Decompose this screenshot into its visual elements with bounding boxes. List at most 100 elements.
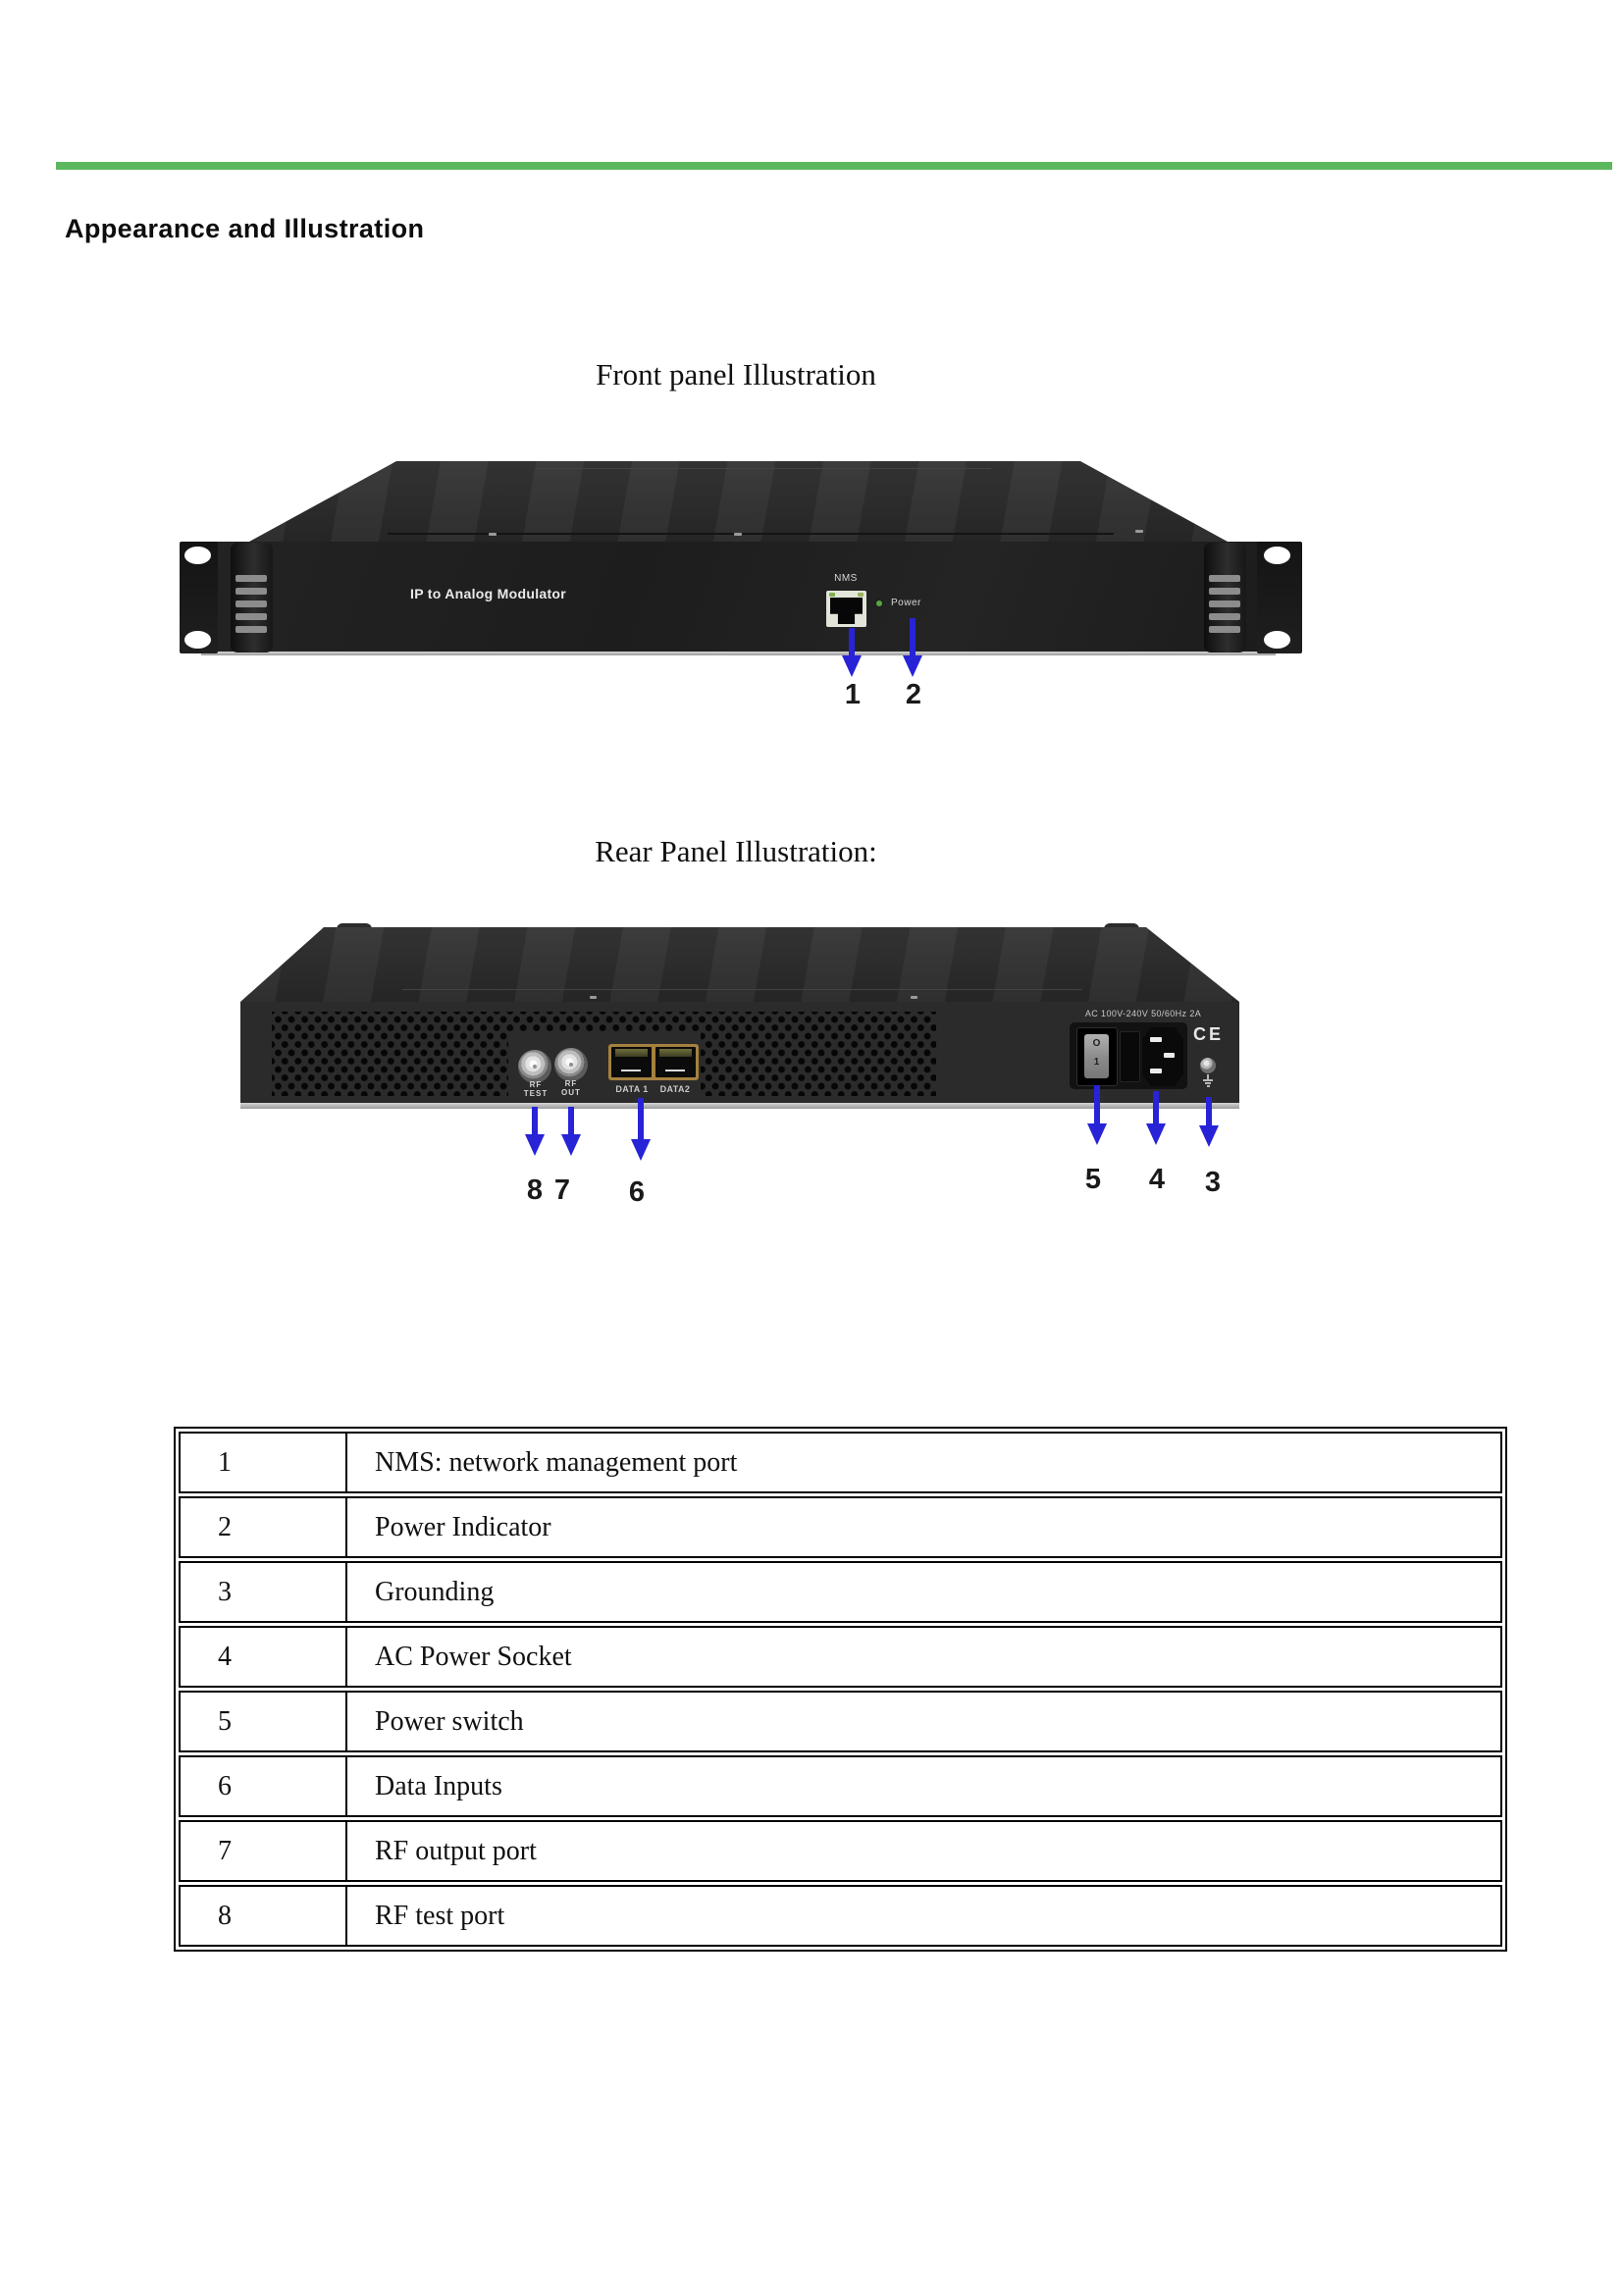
rf-test-center-pin	[533, 1065, 537, 1069]
switch-off-mark: O	[1092, 1038, 1101, 1049]
data-ports-bezel	[608, 1044, 699, 1080]
rf-test-label: RF TEST	[516, 1080, 555, 1098]
front-chassis-bottom-edge	[201, 652, 1276, 655]
rear-top-screw-right	[911, 996, 917, 999]
row-description: Grounding	[375, 1576, 495, 1607]
ground-icon	[1207, 1085, 1210, 1087]
row-description: Data Inputs	[375, 1770, 502, 1801]
rf-test-line2: TEST	[523, 1089, 549, 1098]
rf-test-line1: RF	[529, 1080, 543, 1089]
page-title: Appearance and Illustration	[65, 214, 425, 243]
front-figure-title: Front panel Illustration	[596, 357, 876, 391]
handle-slat	[1209, 613, 1240, 620]
screw-hole	[1264, 547, 1290, 564]
callout-number-6: 6	[628, 1176, 646, 1208]
ground-icon	[1207, 1074, 1209, 1079]
data1-port	[611, 1047, 652, 1077]
screw-hole	[184, 631, 211, 649]
data2-port	[655, 1047, 696, 1077]
ce-mark: CE	[1193, 1024, 1225, 1044]
callout-arrow-1	[842, 628, 862, 677]
callout-arrow-4	[1146, 1091, 1166, 1145]
callout-number-3: 3	[1204, 1167, 1222, 1198]
grounding-screw-icon	[1200, 1058, 1216, 1073]
device-brand-text: IP to Analog Modulator	[410, 586, 567, 601]
handle-slat	[1209, 626, 1240, 633]
rf-out-label: RF OUT	[552, 1079, 590, 1097]
front-top-screw-left	[489, 533, 497, 536]
row-number: 2	[181, 1498, 347, 1556]
section-divider-rule	[56, 162, 1612, 170]
front-top-seam-upper	[535, 468, 991, 469]
table-row: 3 Grounding	[179, 1561, 1502, 1623]
power-led-icon	[876, 600, 882, 606]
row-description: AC Power Socket	[375, 1641, 572, 1672]
data1-label: DATA 1	[615, 1084, 649, 1094]
callout-arrow-3	[1199, 1097, 1219, 1147]
row-number: 7	[181, 1822, 347, 1880]
callout-arrow-7	[561, 1107, 581, 1156]
rear-chassis-top-face	[240, 927, 1239, 1002]
power-indicator-label: Power	[891, 598, 921, 608]
callout-arrow-8	[525, 1107, 545, 1156]
handle-slat	[236, 613, 267, 620]
handle-slat	[236, 600, 267, 607]
rear-top-seam	[402, 989, 1082, 990]
nms-port-label: NMS	[834, 573, 858, 584]
handle-slat	[1209, 588, 1240, 595]
data2-label: DATA2	[659, 1084, 691, 1094]
inlet-pin-slot	[1150, 1069, 1162, 1073]
row-description: RF test port	[375, 1900, 505, 1931]
table-row: 5 Power switch	[179, 1691, 1502, 1752]
table-row: 1 NMS: network management port	[179, 1432, 1502, 1493]
front-handle-right	[1204, 543, 1246, 652]
rf-out-line2: OUT	[561, 1088, 581, 1097]
front-top-seam-lower	[388, 533, 1114, 535]
port-contacts	[665, 1070, 685, 1071]
front-top-screw-mid	[734, 533, 742, 536]
handle-slat	[236, 626, 267, 633]
table-row: 7 RF output port	[179, 1820, 1502, 1882]
row-description: Power Indicator	[375, 1511, 551, 1542]
switch-on-mark: 1	[1093, 1057, 1100, 1068]
legend-table: 1 NMS: network management port 2 Power I…	[174, 1427, 1507, 1952]
row-number: 1	[181, 1434, 347, 1491]
table-row: 8 RF test port	[179, 1885, 1502, 1947]
ac-rating-label: AC 100V-240V 50/60Hz 2A	[1084, 1009, 1202, 1018]
callout-number-8: 8	[526, 1174, 544, 1206]
callout-arrow-6	[631, 1098, 651, 1161]
handle-slat	[1209, 600, 1240, 607]
rear-figure-title: Rear Panel Illustration:	[595, 834, 877, 868]
handle-slat	[236, 588, 267, 595]
callout-arrow-5	[1087, 1085, 1107, 1145]
row-description: RF output port	[375, 1835, 537, 1866]
fuse-holder	[1120, 1031, 1140, 1082]
inlet-pin-slot	[1164, 1053, 1175, 1058]
ground-icon	[1203, 1079, 1213, 1081]
row-description: Power switch	[375, 1705, 524, 1737]
ac-power-socket	[1142, 1027, 1183, 1086]
table-row: 6 Data Inputs	[179, 1755, 1502, 1817]
callout-number-7: 7	[553, 1174, 571, 1206]
table-row: 2 Power Indicator	[179, 1496, 1502, 1558]
front-handle-left	[231, 543, 273, 652]
callout-arrow-2	[903, 618, 922, 677]
power-switch: O 1	[1076, 1027, 1118, 1086]
rf-out-center-pin	[569, 1063, 573, 1067]
table-row: 4 AC Power Socket	[179, 1626, 1502, 1688]
row-number: 5	[181, 1693, 347, 1750]
screw-hole	[1264, 631, 1290, 649]
row-number: 8	[181, 1887, 347, 1945]
front-chassis-face	[201, 542, 1276, 652]
screw-hole	[184, 547, 211, 564]
ground-icon	[1205, 1082, 1211, 1084]
inlet-pin-slot	[1150, 1037, 1162, 1042]
rj45-jack-icon	[830, 598, 863, 624]
callout-number-1: 1	[844, 679, 862, 710]
row-number: 4	[181, 1628, 347, 1686]
front-top-screw-right	[1135, 530, 1143, 533]
rocker-button: O 1	[1084, 1034, 1109, 1078]
port-contacts	[621, 1070, 641, 1071]
rear-top-screw-left	[590, 996, 597, 999]
